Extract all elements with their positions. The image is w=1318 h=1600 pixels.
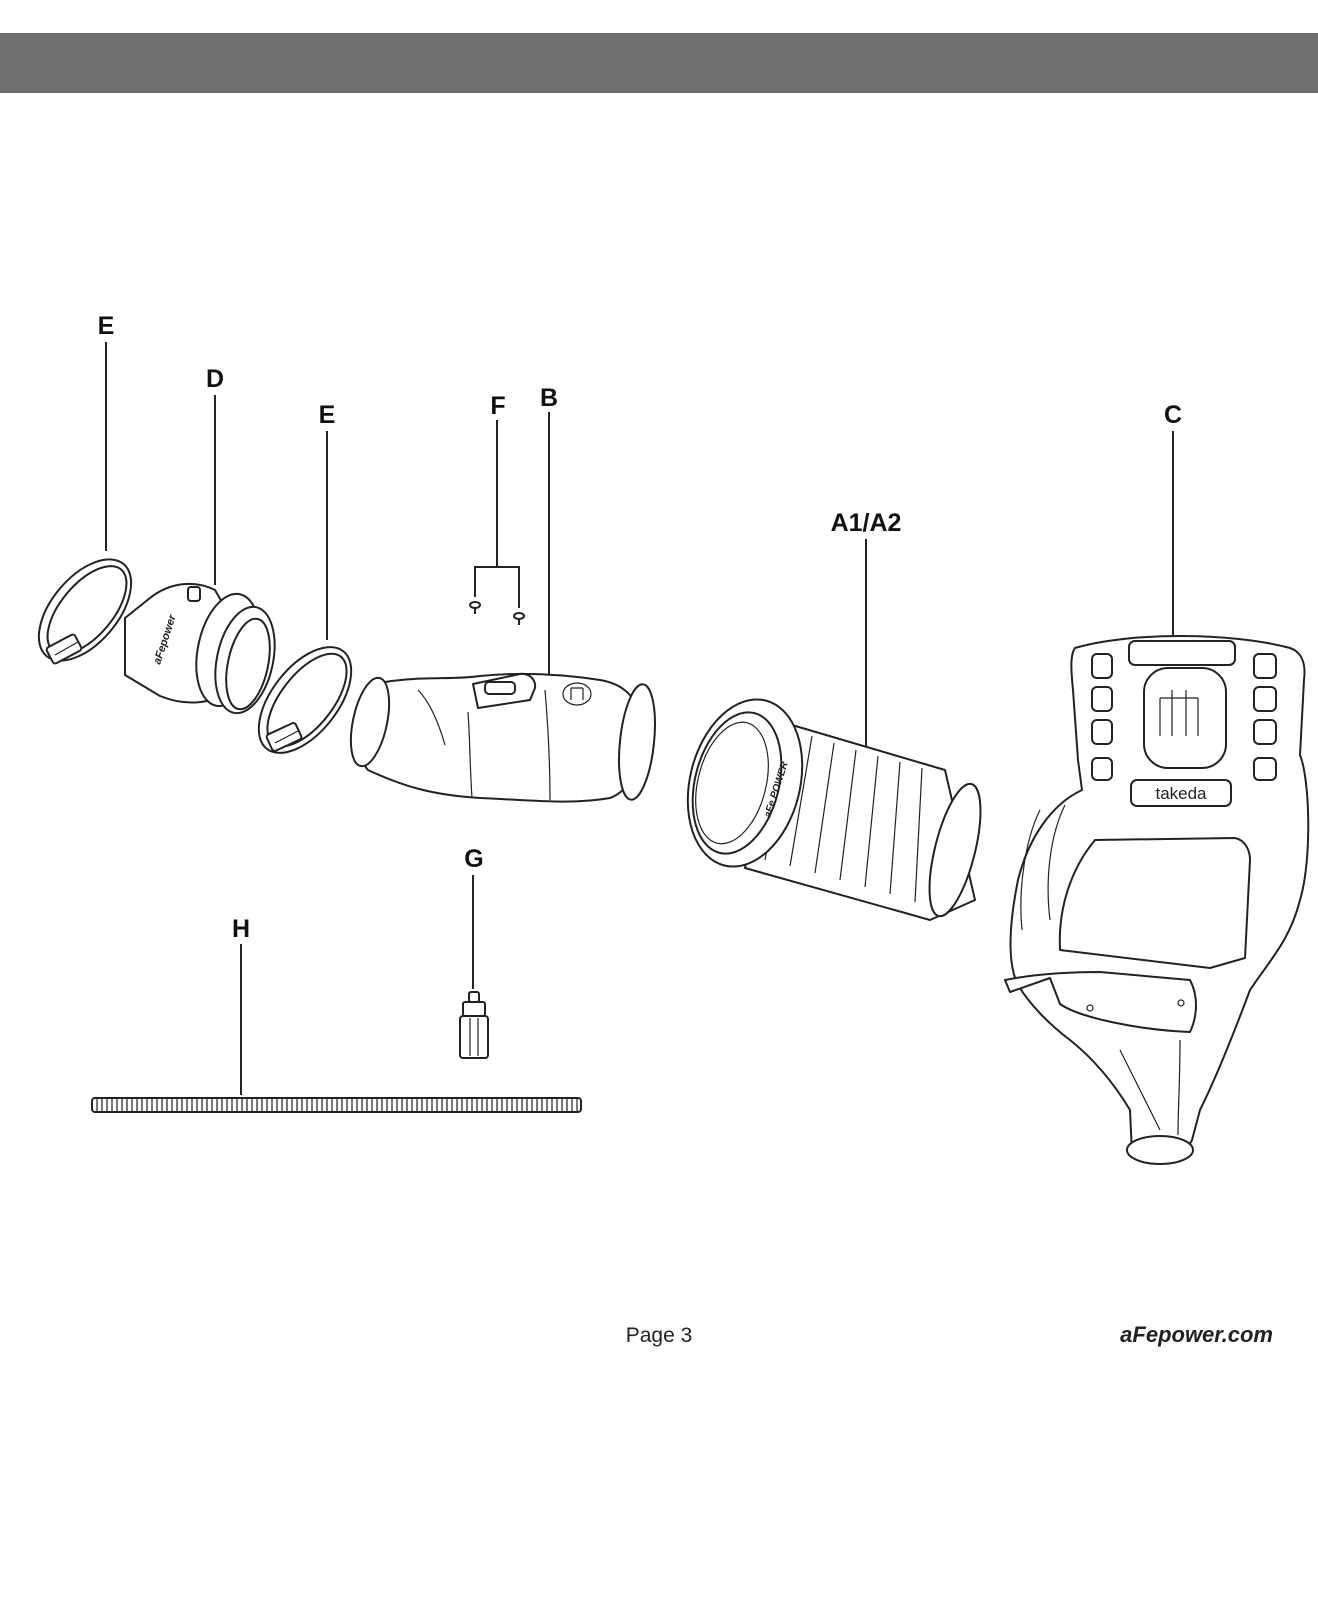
- hose-clamp-e-left: [37, 558, 133, 665]
- website-url: aFepower.com: [1120, 1322, 1273, 1347]
- sensor-plug-g: [459, 991, 489, 1059]
- hose-clamp-e-right: [257, 646, 353, 754]
- leader-f-2: [497, 566, 520, 608]
- callout-e-right: E: [319, 401, 336, 429]
- page-number: Page 3: [625, 1324, 693, 1347]
- leader-f-1: [474, 420, 498, 597]
- wire-loom-h: [91, 1097, 582, 1113]
- housing-brand: takeda: [1155, 784, 1207, 803]
- callout-e-left: E: [98, 312, 115, 340]
- coupler-tube-d: aFepower: [124, 582, 276, 715]
- callout-d: D: [206, 365, 224, 393]
- callout-f: F: [490, 392, 505, 420]
- callout-g: G: [464, 845, 483, 873]
- callout-h: H: [232, 915, 250, 943]
- air-filter-a1-a2: aFe POWER: [686, 698, 982, 921]
- callout-c: C: [1164, 401, 1182, 429]
- header-bar: [0, 33, 1318, 93]
- air-box-housing-c: takeda: [1004, 635, 1310, 1165]
- intake-tube-b: [349, 672, 656, 803]
- screws-f: [469, 601, 525, 625]
- callout-b: B: [540, 384, 558, 412]
- callout-a1-a2: A1/A2: [831, 509, 902, 537]
